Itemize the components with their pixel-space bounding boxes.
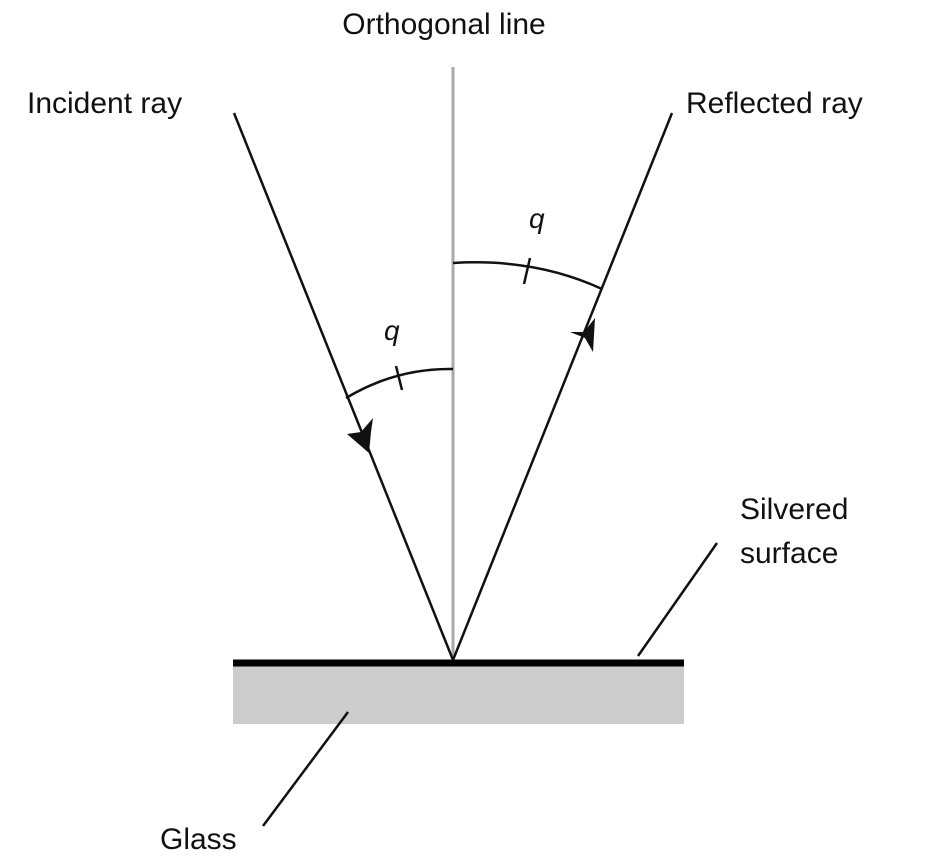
silvered-surface-leader: [636, 542, 719, 657]
reflected-angle-tick: [522, 257, 532, 285]
orthogonal-line-label: Orthogonal line: [342, 8, 545, 41]
reflected-angle-label: q: [529, 203, 545, 234]
silvered-surface-label-line2: surface: [740, 537, 838, 570]
reflected-angle-arc: [452, 261, 603, 291]
glass-label: Glass: [160, 823, 237, 856]
incident-ray: [232, 112, 455, 661]
reflected-ray-label: Reflected ray: [686, 87, 863, 120]
incident-ray-label: Incident ray: [27, 87, 182, 120]
glass-block: [233, 664, 684, 724]
incident-angle-tick: [394, 365, 404, 391]
reflected-arrowhead: [570, 318, 595, 352]
incident-angle-label: q: [384, 315, 400, 346]
reflected-ray: [451, 112, 674, 661]
silvered-surface-label-line1: Silvered: [740, 493, 848, 526]
incident-arrowhead: [347, 418, 373, 453]
glass-leader: [261, 711, 350, 827]
